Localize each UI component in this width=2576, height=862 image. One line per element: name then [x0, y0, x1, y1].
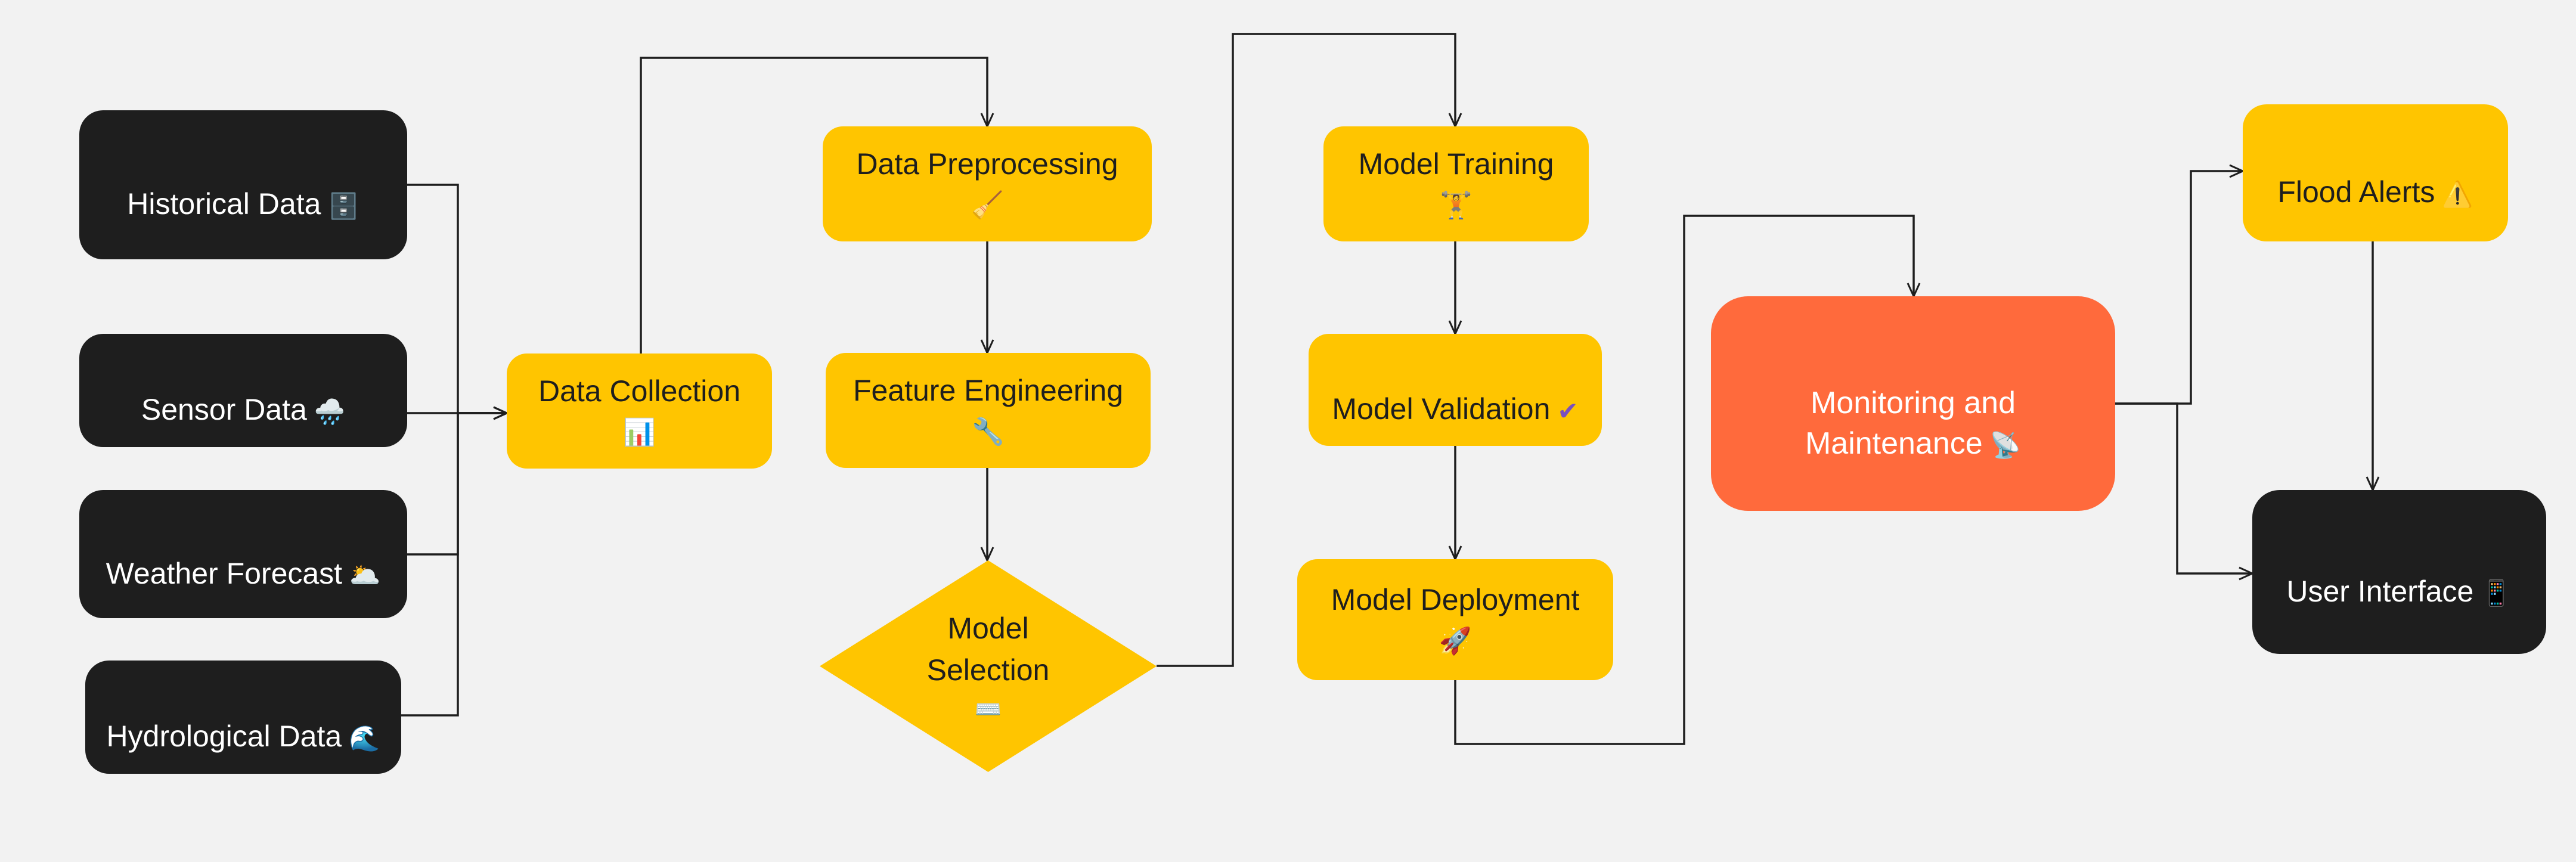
data-collection-node[interactable]: Data Collection 📊 [507, 354, 772, 469]
model-validation-label: Model Validation✔ [1332, 351, 1578, 429]
edge-monitoring-to-ui [2115, 402, 2252, 573]
sensor-data-node[interactable]: Sensor Data🌧️ [79, 334, 407, 447]
edge-monitoring-to-alerts [2115, 171, 2243, 405]
hydrological-data-node[interactable]: Hydrological Data🌊 [85, 661, 401, 774]
model-deployment-node[interactable]: Model Deployment 🚀 [1297, 559, 1613, 680]
rain-cloud-icon: 🌧️ [314, 397, 346, 426]
model-training-node[interactable]: Model Training 🏋️ [1323, 126, 1589, 241]
edge-selection-to-training [1157, 33, 1455, 667]
data-collection-label: Data Collection [538, 374, 741, 408]
weightlifter-icon: 🏋️ [1440, 191, 1473, 221]
warning-icon: ⚠️ [2442, 179, 2473, 208]
user-interface-node[interactable]: User Interface📱 [2252, 490, 2546, 654]
historical-data-label: Historical Data🗄️ [127, 146, 359, 224]
flood-alerts-label: Flood Alerts⚠️ [2277, 134, 2473, 212]
data-preprocessing-node[interactable]: Data Preprocessing 🧹 [823, 126, 1152, 241]
check-mark-icon: ✔ [1557, 396, 1579, 425]
monitoring-maintenance-label: Monitoring and Maintenance📡 [1805, 386, 2022, 461]
satellite-antenna-icon: 📡 [1989, 430, 2022, 459]
monitoring-maintenance-node[interactable]: Monitoring and Maintenance📡 [1711, 296, 2115, 511]
broom-icon: 🧹 [971, 191, 1004, 221]
sun-behind-cloud-icon: 🌥️ [349, 561, 381, 589]
feature-engineering-node[interactable]: Feature Engineering 🔧 [826, 353, 1151, 468]
file-cabinet-icon: 🗄️ [328, 191, 359, 220]
rocket-icon: 🚀 [1439, 627, 1472, 656]
model-validation-node[interactable]: Model Validation✔ [1309, 334, 1602, 446]
model-deployment-label: Model Deployment [1331, 583, 1580, 617]
data-preprocessing-label: Data Preprocessing [856, 147, 1118, 181]
weather-forecast-label: Weather Forecast🌥️ [106, 516, 381, 593]
historical-data-node[interactable]: Historical Data🗄️ [79, 110, 407, 259]
model-selection-node: Model Selection ⌨️ [820, 560, 1157, 772]
wave-icon: 🌊 [349, 724, 380, 752]
model-training-label: Model Training [1358, 147, 1554, 181]
flood-alerts-node[interactable]: Flood Alerts⚠️ [2243, 104, 2508, 241]
user-interface-label: User Interface📱 [2286, 534, 2512, 611]
model-selection-label: Model Selection [926, 612, 1050, 687]
sensor-data-label: Sensor Data🌧️ [141, 352, 345, 429]
mobile-phone-icon: 📱 [2481, 579, 2512, 607]
hydrological-data-label: Hydrological Data🌊 [107, 678, 380, 756]
keyboard-icon: ⌨️ [975, 697, 1002, 722]
edge-deployment-to-monitoring [1454, 215, 1914, 745]
edge-historical-to-collection [407, 184, 507, 413]
edge-collection-to-preprocessing [640, 57, 987, 354]
weather-forecast-node[interactable]: Weather Forecast🌥️ [79, 490, 407, 618]
wrench-icon: 🔧 [972, 417, 1005, 447]
edge-hydro-to-collection [401, 413, 507, 717]
feature-engineering-label: Feature Engineering [853, 374, 1124, 408]
bar-chart-icon: 📊 [623, 418, 656, 448]
